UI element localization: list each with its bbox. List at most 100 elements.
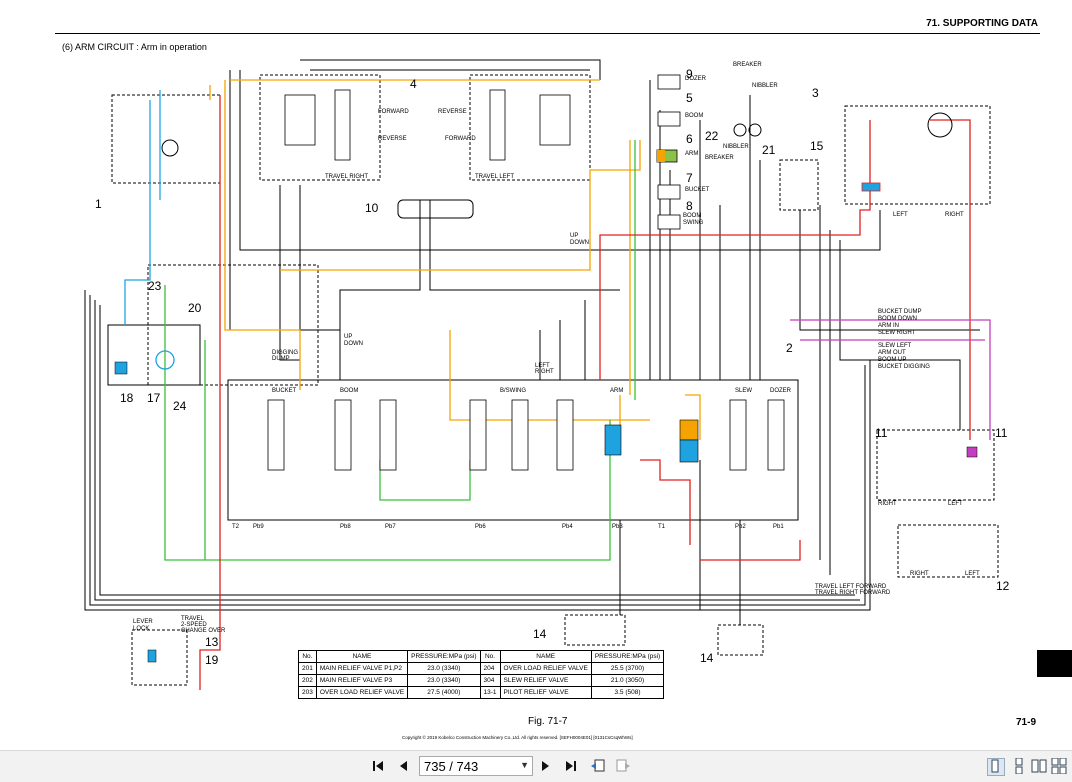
svg-text:TRAVEL RIGHT: TRAVEL RIGHT	[325, 174, 368, 180]
svg-text:7: 7	[686, 171, 693, 185]
col-pressure: PRESSURE:MPa (psi)	[407, 650, 481, 663]
next-page-icon	[542, 761, 549, 771]
table-cell: 304	[479, 674, 501, 687]
svg-text:Pb8: Pb8	[340, 524, 351, 530]
svg-text:17: 17	[147, 391, 161, 405]
svg-text:DOZER: DOZER	[770, 388, 792, 394]
svg-text:Pb7: Pb7	[385, 524, 396, 530]
last-page-icon	[566, 761, 576, 771]
table-cell: 203	[298, 686, 317, 699]
table-cell: 23.0 (3340)	[407, 674, 481, 687]
svg-text:ARM OUT: ARM OUT	[878, 350, 906, 356]
go-forward-button[interactable]	[615, 758, 631, 774]
svg-text:11: 11	[995, 426, 1008, 440]
last-page-button[interactable]	[563, 758, 579, 774]
svg-text:FORWARD: FORWARD	[445, 136, 476, 142]
svg-text:22: 22	[705, 129, 719, 143]
table-cell: 13-1	[479, 686, 501, 699]
page-selector[interactable]: ▼	[419, 756, 533, 776]
svg-text:3: 3	[812, 86, 819, 100]
svg-text:NIBBLER: NIBBLER	[723, 144, 749, 150]
table-cell: PILOT RELIEF VALVE	[499, 686, 592, 699]
table-cell: OVER LOAD RELIEF VALVE	[315, 686, 409, 699]
relief-valve-table: No. NAME PRESSURE:MPa (psi) No. NAME PRE…	[298, 650, 665, 699]
two-page-view-icon[interactable]	[1031, 758, 1047, 774]
table-header-row: No. NAME PRESSURE:MPa (psi) No. NAME PRE…	[298, 650, 665, 663]
svg-text:2-SPEED: 2-SPEED	[181, 622, 207, 628]
table-cell: 202	[298, 674, 317, 687]
figure-caption: Fig. 71-7	[528, 716, 568, 727]
svg-text:15: 15	[810, 139, 824, 153]
header-divider	[55, 33, 1040, 34]
svg-text:FORWARD: FORWARD	[378, 109, 409, 115]
circuit-title: (6) ARM CIRCUIT : Arm in operation	[62, 42, 207, 52]
svg-text:SLEW LEFT: SLEW LEFT	[878, 343, 912, 349]
go-back-button[interactable]	[590, 758, 606, 774]
go-forward-icon	[616, 759, 630, 772]
svg-text:24: 24	[173, 399, 187, 413]
page-number: 71-9	[1016, 717, 1037, 728]
table-cell: 21.0 (3050)	[590, 674, 665, 687]
svg-text:TRAVEL: TRAVEL	[181, 616, 205, 622]
svg-text:5: 5	[686, 91, 693, 105]
svg-text:BUCKET: BUCKET	[685, 187, 710, 193]
page-number-input[interactable]	[420, 757, 516, 775]
table-row: 201 MAIN RELIEF VALVE P1,P2 23.0 (3340) …	[298, 662, 665, 675]
svg-text:TRAVEL LEFT FORWARD: TRAVEL LEFT FORWARD	[815, 584, 887, 590]
previous-page-icon	[400, 761, 407, 771]
svg-text:RIGHT: RIGHT	[945, 212, 964, 218]
table-cell: 201	[298, 662, 317, 675]
svg-text:Pb1: Pb1	[773, 524, 784, 530]
svg-text:DUMP: DUMP	[272, 356, 290, 362]
svg-text:LEFT: LEFT	[965, 571, 980, 577]
section-thumb-tab	[1037, 650, 1072, 677]
svg-text:BOOM: BOOM	[340, 388, 358, 394]
svg-text:DOWN: DOWN	[570, 240, 589, 246]
col-name: NAME	[315, 650, 409, 663]
svg-text:UP: UP	[570, 233, 578, 239]
continuous-view-icon[interactable]	[1011, 757, 1027, 775]
svg-text:ARM IN: ARM IN	[878, 323, 899, 329]
svg-text:Pb9: Pb9	[253, 524, 264, 530]
previous-page-button[interactable]	[395, 758, 411, 774]
go-back-icon	[591, 759, 605, 772]
table-cell: SLEW RELIEF VALVE	[499, 674, 592, 687]
svg-text:6: 6	[686, 132, 693, 146]
two-page-continuous-view-icon[interactable]	[1051, 757, 1067, 775]
svg-text:CHANGE OVER: CHANGE OVER	[181, 628, 226, 634]
svg-text:Pb2: Pb2	[735, 524, 746, 530]
svg-text:8: 8	[686, 199, 693, 213]
single-page-view-icon[interactable]	[987, 758, 1005, 776]
next-page-button[interactable]	[538, 758, 554, 774]
svg-text:ARM: ARM	[610, 388, 623, 394]
first-page-button[interactable]	[370, 758, 386, 774]
svg-text:BUCKET DUMP: BUCKET DUMP	[878, 309, 922, 315]
svg-text:TRAVEL LEFT: TRAVEL LEFT	[475, 174, 514, 180]
svg-text:14: 14	[700, 651, 714, 665]
svg-text:1: 1	[95, 197, 102, 211]
svg-text:21: 21	[762, 143, 776, 157]
copyright-notice: Copyright © 2019 Kobelco Construction Ma…	[402, 735, 633, 740]
col-pressure-2: PRESSURE:MPa (psi)	[590, 650, 665, 663]
svg-text:20: 20	[188, 301, 202, 315]
svg-text:B/SWING: B/SWING	[500, 388, 526, 394]
svg-text:BOOM DOWN: BOOM DOWN	[878, 316, 917, 322]
table-cell: 23.0 (3340)	[407, 662, 481, 675]
svg-text:14: 14	[533, 627, 547, 641]
table-cell: 204	[479, 662, 501, 675]
svg-text:TRAVEL RIGHT FORWARD: TRAVEL RIGHT FORWARD	[815, 590, 891, 596]
svg-text:BREAKER: BREAKER	[733, 62, 762, 68]
svg-text:LOCK: LOCK	[133, 626, 149, 632]
table-cell: 3.5 (508)	[590, 686, 665, 699]
svg-text:BUCKET: BUCKET	[272, 388, 297, 394]
hydraulic-circuit-diagram: 1 2 3 4 5 6 7 8 9 10 11 11 12 13 14 14 1…	[84, 59, 1010, 690]
svg-text:SLEW: SLEW	[735, 388, 752, 394]
svg-text:T2: T2	[232, 524, 240, 530]
svg-text:23: 23	[148, 279, 162, 293]
table-row: 203 OVER LOAD RELIEF VALVE 27.5 (4000) 1…	[298, 686, 665, 699]
svg-text:19: 19	[205, 653, 219, 667]
svg-text:BOOM UP: BOOM UP	[878, 357, 906, 363]
chevron-down-icon[interactable]: ▼	[520, 760, 529, 770]
svg-text:REVERSE: REVERSE	[438, 109, 467, 115]
svg-text:12: 12	[996, 579, 1010, 593]
